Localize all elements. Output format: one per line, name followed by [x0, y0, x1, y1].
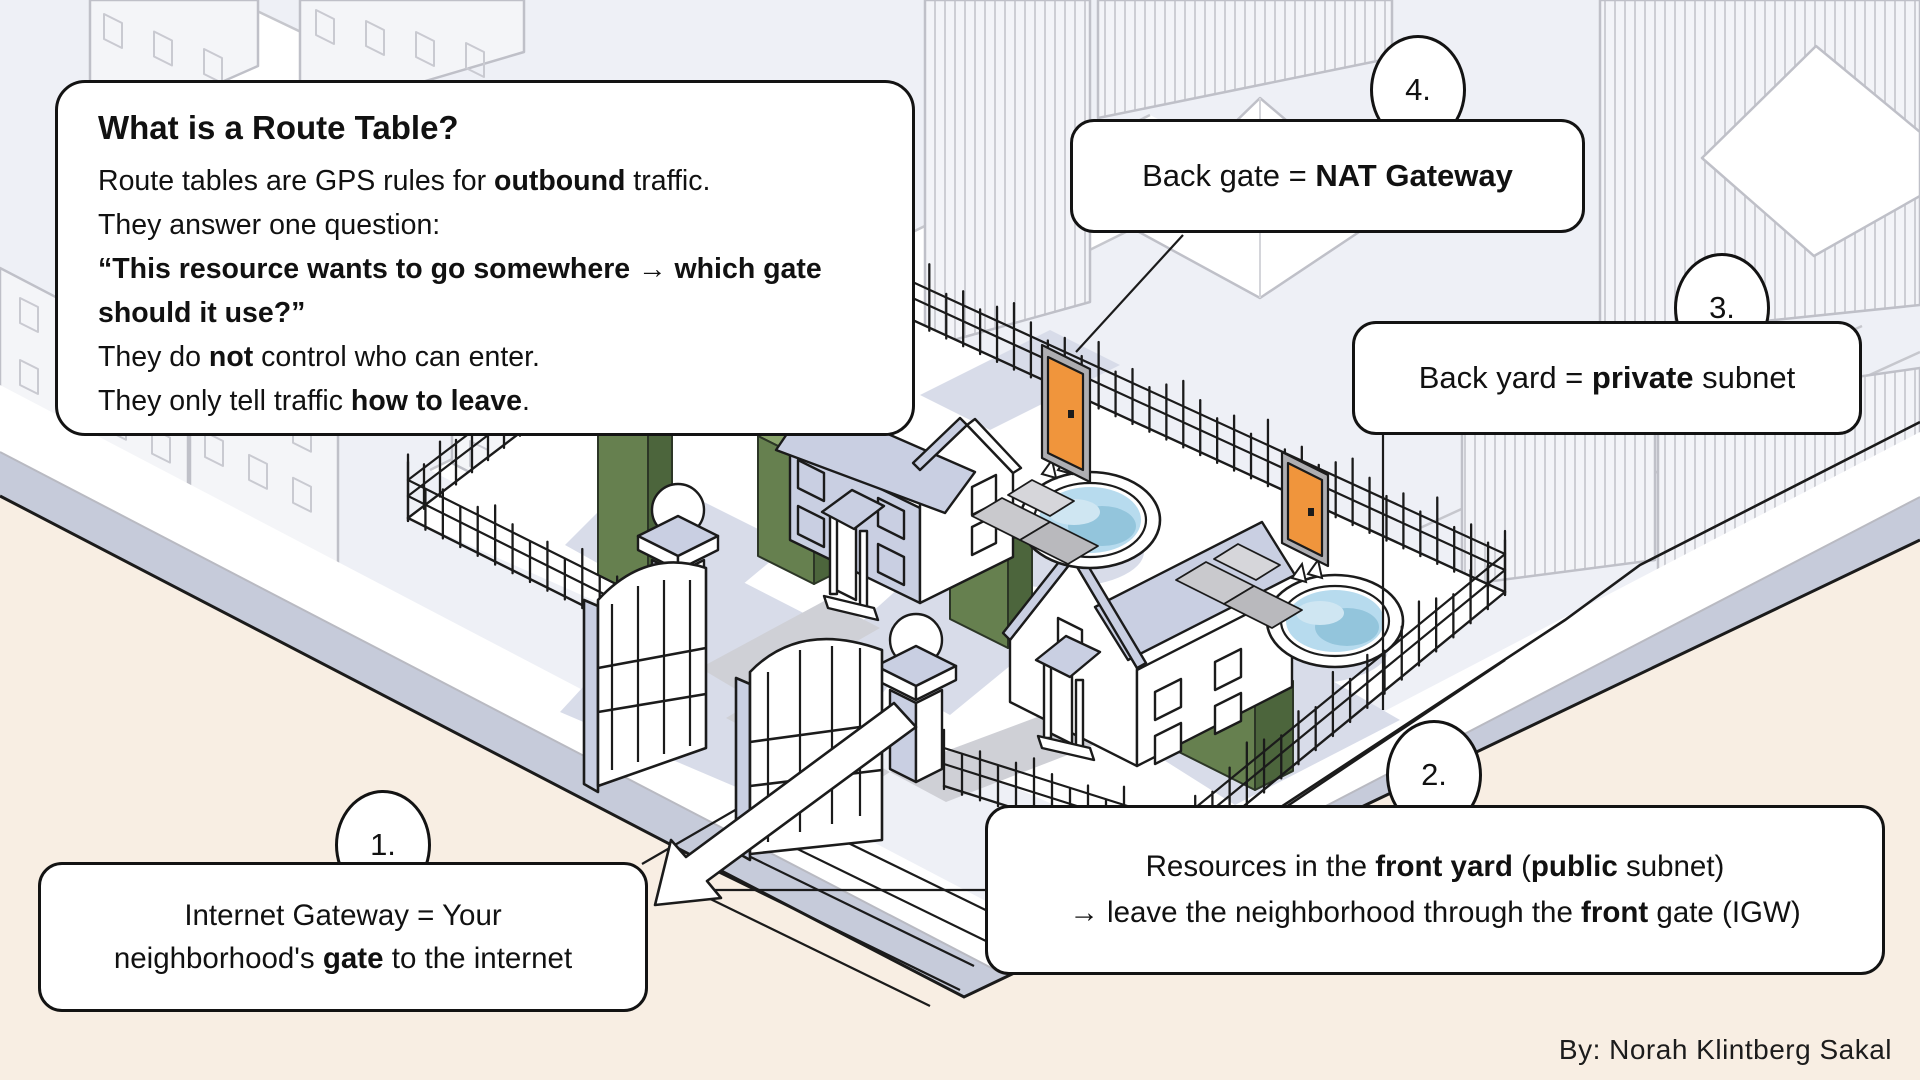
- leader-line-4: [1075, 234, 1184, 353]
- gate-door-left: [582, 561, 708, 794]
- exit-arrow: [653, 701, 918, 907]
- route-table-info-card: What is a Route Table? Route tables are …: [55, 80, 915, 436]
- card-body: Route tables are GPS rules for outbound …: [98, 165, 822, 417]
- callout-private-subnet: Back yard = private subnet: [1352, 321, 1862, 435]
- callout-nat-gateway: Back gate = NAT Gateway: [1070, 119, 1585, 233]
- author-credit: By: Norah Klintberg Sakal: [1558, 1034, 1892, 1065]
- porch-1: [820, 488, 886, 622]
- card-title: What is a Route Table?: [98, 109, 459, 146]
- nat-gateway-door-2: [1280, 450, 1330, 568]
- nat-gateway-door-1: [1040, 343, 1092, 484]
- pool-2: [1265, 557, 1405, 669]
- stone-paths: [971, 479, 1303, 629]
- porch-2: [1034, 634, 1102, 762]
- gate-pillar-right: [874, 612, 958, 784]
- callout-public-subnet: Resources in the front yard (public subn…: [985, 805, 1885, 975]
